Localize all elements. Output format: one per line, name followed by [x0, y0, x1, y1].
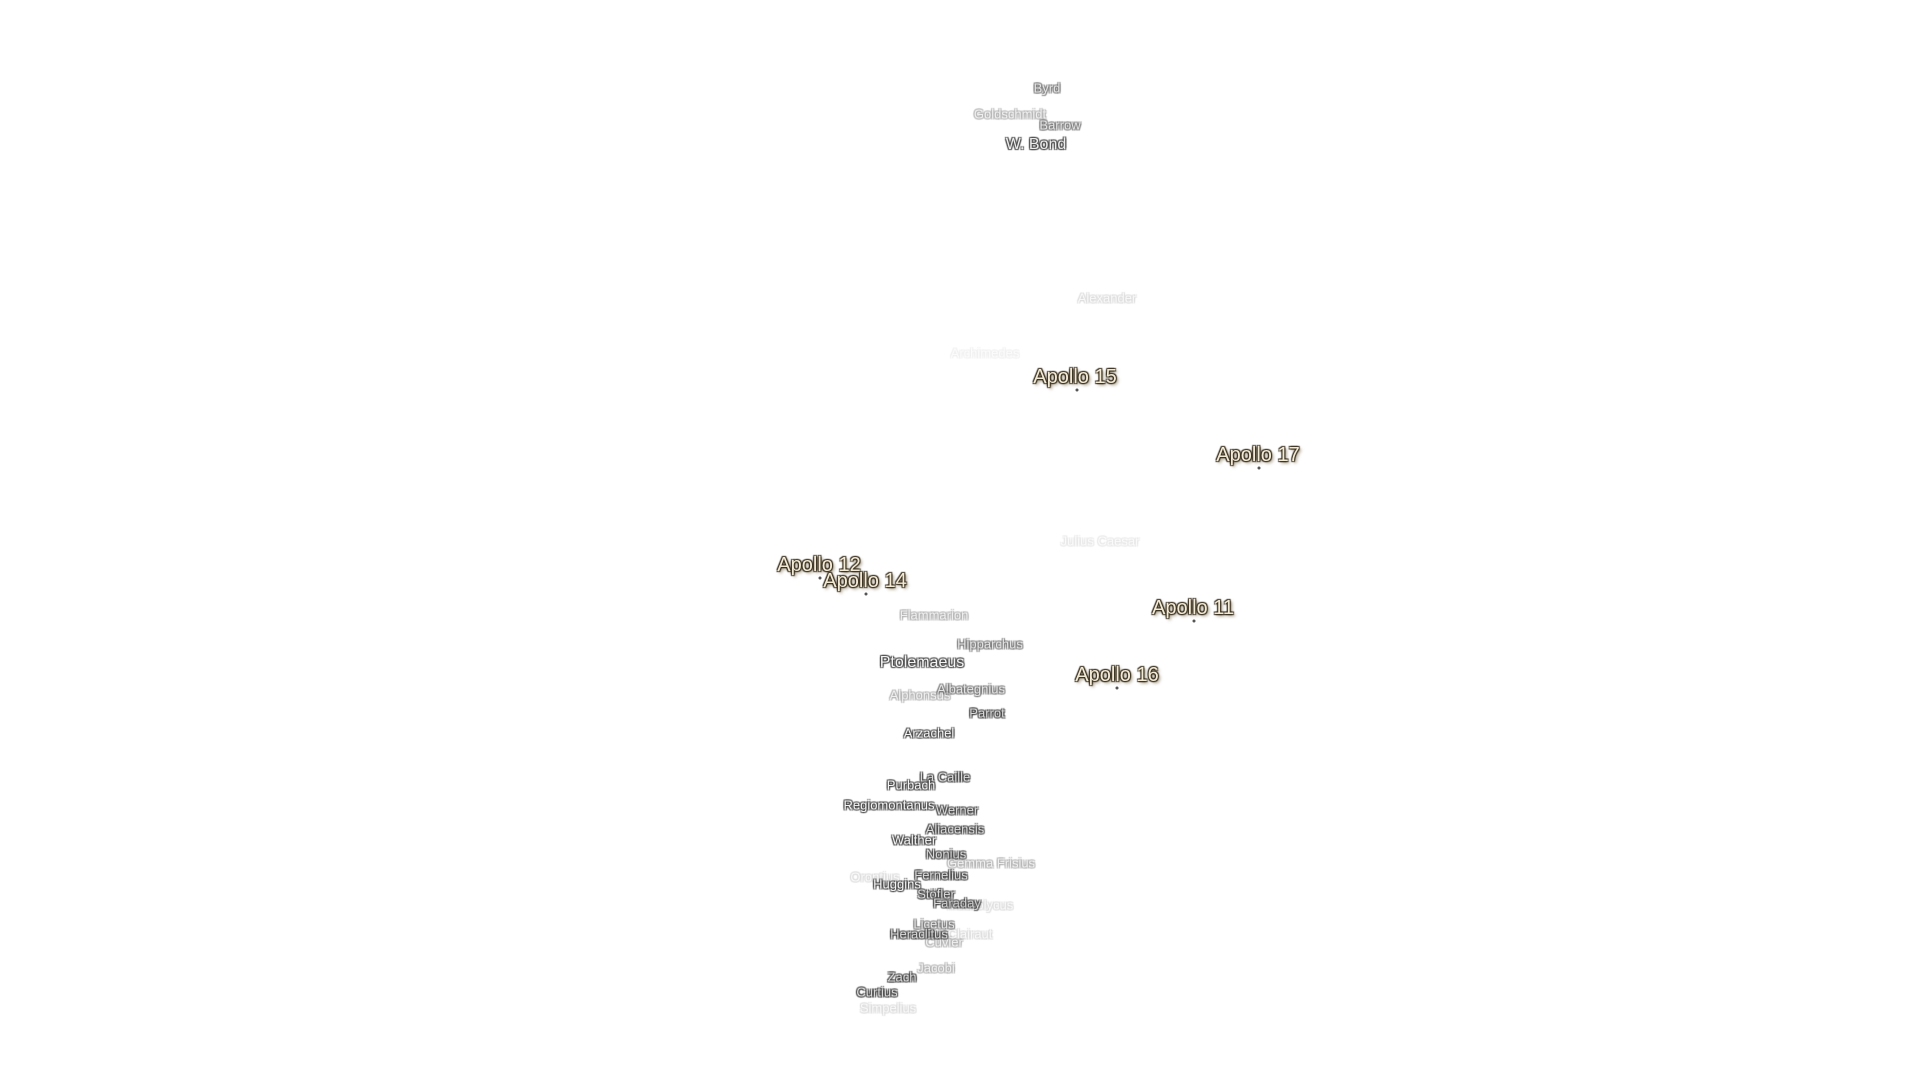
- crater-label-alphonsus[interactable]: Alphonsus: [889, 687, 951, 703]
- crater-label-gemma-frisius[interactable]: Gemma Frisius: [946, 855, 1036, 871]
- crater-label-maurolycus[interactable]: Maurolycus: [946, 897, 1014, 913]
- crater-label-ptolemaeus[interactable]: Ptolemaeus: [879, 654, 965, 671]
- crater-label-curtius[interactable]: Curtius: [856, 984, 898, 1000]
- crater-label-byrd[interactable]: Byrd: [1033, 80, 1061, 96]
- apollo-14-label[interactable]: Apollo 14: [823, 570, 907, 592]
- apollo-11-label[interactable]: Apollo 11: [1152, 597, 1234, 619]
- crater-label-simpelius[interactable]: Simpelius: [859, 1000, 917, 1016]
- crater-label-hipparchus[interactable]: Hipparchus: [957, 636, 1023, 652]
- crater-label-walther[interactable]: Walther: [891, 832, 937, 848]
- crater-label-jacobi[interactable]: Jacobi: [917, 960, 955, 976]
- apollo-16-label[interactable]: Apollo 16: [1075, 664, 1159, 686]
- crater-label-regiomontanus[interactable]: Regiomontanus: [843, 797, 935, 813]
- crater-label-julius-caesar[interactable]: Julius Caesar: [1060, 533, 1140, 549]
- crater-label-orontius[interactable]: Orontius: [850, 869, 900, 885]
- crater-label-zach[interactable]: Zach: [887, 969, 917, 985]
- crater-label-faraday[interactable]: Faraday: [933, 895, 981, 911]
- crater-label-werner[interactable]: Werner: [935, 802, 979, 818]
- crater-label-aliacensis[interactable]: Aliacensis: [925, 821, 985, 837]
- crater-label-purbach[interactable]: Purbach: [886, 777, 936, 793]
- crater-label-barrow[interactable]: Barrow: [1039, 117, 1081, 133]
- landing-site-marker: [1115, 686, 1119, 690]
- crater-label-archimedes[interactable]: Archimedes: [950, 345, 1020, 361]
- crater-label-goldschmidt[interactable]: Goldschmidt: [973, 106, 1047, 122]
- crater-label-arzachel[interactable]: Arzachel: [903, 725, 955, 741]
- landing-site-marker: [864, 592, 868, 596]
- crater-label-clairaut[interactable]: Clairaut: [947, 926, 993, 942]
- landing-site-marker: [1075, 388, 1079, 392]
- crater-label-huggins[interactable]: Huggins: [873, 876, 921, 892]
- crater-label-w-bond[interactable]: W. Bond: [1005, 136, 1067, 153]
- crater-label-parrot[interactable]: Parrot: [969, 705, 1005, 721]
- crater-label-stofler[interactable]: Stöfler: [917, 886, 955, 902]
- crater-label-la-caille[interactable]: La Caille: [919, 769, 971, 785]
- crater-label-cuvier[interactable]: Cuvier: [925, 934, 963, 950]
- apollo-12-label[interactable]: Apollo 12: [777, 554, 861, 576]
- apollo-17-label[interactable]: Apollo 17: [1216, 444, 1300, 466]
- crater-label-flammarion[interactable]: Flammarion: [899, 607, 969, 623]
- crater-label-heraclitus[interactable]: Heraclitus: [890, 926, 948, 942]
- apollo-15-label[interactable]: Apollo 15: [1033, 366, 1117, 388]
- crater-label-nonius[interactable]: Nonius: [925, 846, 967, 862]
- crater-label-licetus[interactable]: Licetus: [913, 916, 955, 932]
- crater-label-fernelius[interactable]: Fernelius: [914, 867, 968, 883]
- landing-site-marker: [1257, 466, 1261, 470]
- crater-label-albategnius[interactable]: Albategnius: [937, 681, 1005, 697]
- crater-label-alexander[interactable]: Alexander: [1077, 290, 1137, 306]
- landing-site-marker: [818, 576, 822, 580]
- landing-site-marker: [1192, 619, 1196, 623]
